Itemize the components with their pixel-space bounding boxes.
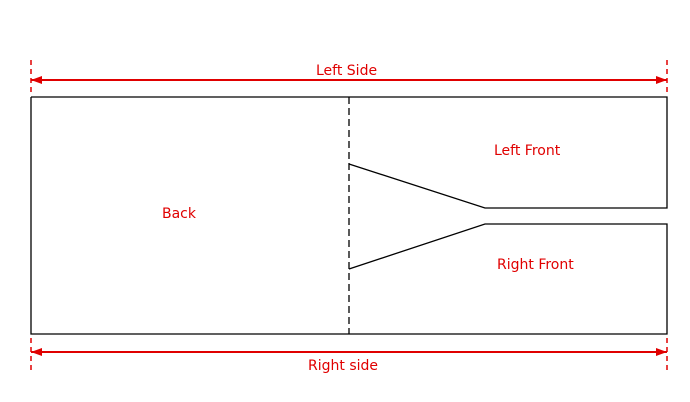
left-side-dimension: [30, 60, 668, 93]
right-front-and-back-edge: [30, 97, 668, 335]
right-side-arrow-right: [656, 348, 667, 356]
right-side-label: Right side: [308, 358, 378, 374]
right-front-label: Right Front: [497, 257, 574, 273]
left-side-arrow-right: [656, 76, 667, 84]
back-label: Back: [162, 206, 196, 222]
left-side-label: Left Side: [316, 63, 378, 79]
left-front-label: Left Front: [494, 143, 561, 159]
left-front-edge: [31, 96, 668, 209]
right-side-arrow-left: [31, 348, 42, 356]
left-side-arrow-left: [31, 76, 42, 84]
right-side-dimension: [30, 338, 668, 374]
